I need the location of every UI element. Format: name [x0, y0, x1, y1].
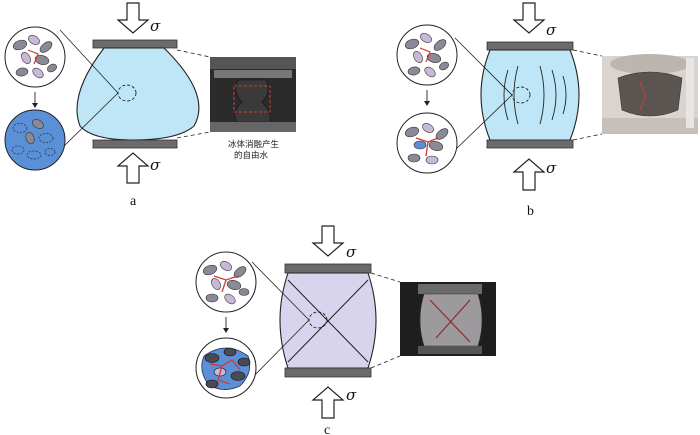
grain-cluster-a2	[11, 119, 56, 160]
leader-line-b1	[454, 37, 513, 96]
sigma-top-c: σ	[346, 243, 357, 261]
platen-top-a	[92, 39, 178, 49]
shear-lines-c	[287, 279, 369, 363]
photo-leader-a1	[176, 49, 211, 58]
grain-cluster-c1	[202, 261, 250, 305]
transition-arrowhead-a	[32, 103, 38, 108]
panel-c: σ σ	[195, 225, 496, 435]
photo-leader-a2	[176, 131, 211, 139]
load-arrow-top-b	[512, 2, 546, 34]
load-arrow-top-a	[116, 2, 150, 34]
grain-cluster-c2	[201, 347, 251, 390]
platen-bottom-b	[486, 139, 574, 149]
grain-cluster-b1	[404, 33, 449, 78]
sigma-bottom-c: σ	[346, 386, 357, 404]
platen-top-c	[284, 263, 372, 274]
zoom-circle-water-a	[4, 109, 66, 171]
leader-line-b2	[454, 94, 513, 151]
platen-top-b	[486, 41, 574, 51]
transition-arrowhead-c	[223, 328, 229, 333]
note-line-1-a: 冰体消融产生	[228, 139, 280, 150]
zoom-circle-cracked-b	[396, 112, 458, 174]
photo-specimen-b	[602, 54, 698, 134]
platen-bottom-c	[284, 367, 372, 378]
panel-label-a: a	[130, 194, 137, 209]
platen-bottom-a	[92, 139, 178, 149]
leader-line-c1	[251, 261, 310, 321]
photo-leader-b1	[572, 49, 603, 57]
sigma-top-b: σ	[546, 21, 557, 39]
fracture-arcs-b	[503, 65, 567, 125]
photo-leader-c2	[370, 355, 401, 369]
note-line-2-a: 的自由水	[234, 150, 269, 161]
photo-leader-b2	[572, 133, 603, 141]
load-arrow-bottom-c	[311, 386, 345, 419]
leader-line-a1	[59, 29, 119, 94]
load-arrow-bottom-a	[116, 152, 150, 184]
specimen-a	[76, 47, 200, 141]
panel-a: σ σ	[4, 2, 296, 209]
grain-cluster-b2	[404, 123, 449, 165]
leader-line-a2	[59, 92, 119, 151]
sigma-bottom-b: σ	[546, 159, 557, 177]
panel-label-c: c	[324, 423, 330, 435]
panel-label-b: b	[527, 204, 534, 219]
grain-cluster-a1	[12, 35, 57, 79]
transition-arrowhead-b	[424, 101, 430, 106]
sigma-top-a: σ	[150, 17, 161, 35]
leader-line-c2	[251, 319, 310, 379]
load-arrow-top-c	[311, 225, 345, 257]
load-arrow-bottom-b	[512, 158, 546, 191]
sigma-bottom-a: σ	[150, 156, 161, 174]
photo-leader-c1	[370, 272, 401, 283]
photo-specimen-c	[400, 282, 496, 356]
panel-b: σ σ	[396, 2, 698, 219]
photo-specimen-a	[210, 57, 296, 132]
